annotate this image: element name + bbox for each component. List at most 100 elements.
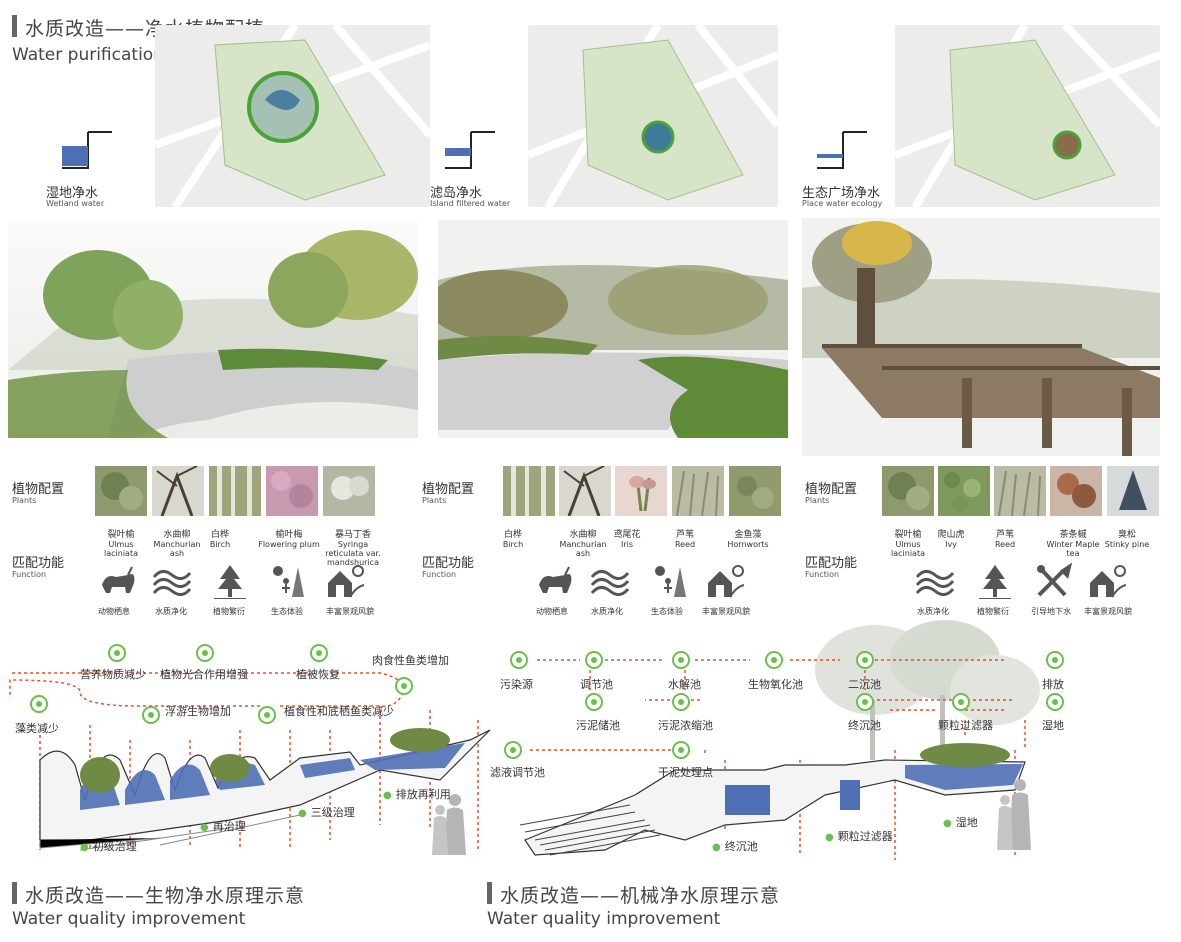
plant-name-en: Manchurian ash — [559, 540, 607, 558]
mech-step: 水解池 — [668, 678, 701, 691]
flow-node — [1046, 651, 1064, 669]
reed-plant-photo — [994, 466, 1046, 516]
mech-stage: ●湿地 — [943, 816, 978, 829]
plant-name-en: Flowering plum — [258, 540, 320, 549]
bio-step: 植物光合作用增强 — [160, 668, 248, 681]
bio-step: 肉食性鱼类增加 — [372, 654, 449, 667]
plant-propagation-icon — [979, 565, 1011, 599]
function-name: 动物栖息 — [98, 607, 130, 616]
function-label-en: Function — [422, 570, 457, 579]
stage-label: 排放再利用 — [395, 788, 451, 801]
function-name: 丰富景观风貌 — [1084, 607, 1132, 616]
wetland-water-icon — [62, 131, 112, 169]
mech-diagram — [519, 620, 1040, 860]
mech-step: 污染源 — [500, 678, 533, 691]
flow-node — [30, 695, 48, 713]
plants-label-en: Plants — [422, 496, 447, 505]
maple-plant-photo — [1050, 466, 1102, 516]
mech-step: 二沉池 — [848, 678, 881, 691]
function-name: 生态体验 — [651, 607, 683, 616]
plant-name-en: Birch — [209, 540, 231, 549]
plant-name-en: Ivy — [945, 540, 957, 549]
landscape-icon — [708, 565, 745, 598]
plant-name: 榆叶梅 — [275, 530, 303, 540]
bio-stage: ●排放再利用 — [383, 788, 451, 801]
plant-name: 水曲柳 — [163, 530, 191, 540]
tools-icon — [1037, 563, 1073, 597]
site-map-plaza — [895, 25, 1160, 207]
flow-node — [258, 706, 276, 724]
pine-plant-photo — [1107, 466, 1159, 516]
plants-label-en: Plants — [805, 496, 830, 505]
water-purification-icon — [152, 570, 192, 596]
function-name: 丰富景观风貌 — [326, 607, 374, 616]
bio-step: 浮游生物增加 — [165, 705, 231, 718]
flow-node — [952, 693, 970, 711]
header-bar — [487, 882, 492, 904]
mech-step: 终沉池 — [848, 719, 881, 732]
water-purification-icon — [915, 570, 955, 596]
plaza-water-icon — [817, 131, 867, 169]
mech-stage: ●颗粒过滤器 — [825, 830, 893, 843]
landscape-icon — [328, 565, 365, 598]
flow-node — [108, 644, 126, 662]
function-name: 水质净化 — [155, 607, 187, 616]
birch-plant-photo — [209, 466, 261, 516]
plant-name: 臭松 — [1117, 530, 1136, 540]
mech-stage: ●终沉池 — [712, 840, 758, 853]
birch-plant-photo — [503, 466, 555, 516]
flow-node — [585, 693, 603, 711]
plant-name-en: Syringa reticulata var. mandshurica — [325, 540, 381, 567]
plant-name: 芦苇 — [995, 530, 1014, 540]
stage-label: 初级治理 — [92, 840, 137, 853]
function-label-en: Function — [12, 570, 47, 579]
plant-name: 白桦 — [210, 530, 229, 540]
flow-node — [504, 741, 522, 759]
elm-plant-photo — [95, 466, 147, 516]
wetland-scene-image — [8, 220, 418, 438]
flow-node — [672, 693, 690, 711]
plum-plant-photo — [266, 466, 318, 516]
function-name: 丰富景观风貌 — [702, 607, 750, 616]
plant-name: 暴马丁香 — [334, 530, 371, 540]
plants-label: 植物配置 — [805, 482, 858, 497]
eco-experience-icon — [655, 566, 686, 597]
function-name: 水质净化 — [917, 607, 949, 616]
flow-node — [1046, 693, 1064, 711]
site-map-wetland — [155, 25, 430, 207]
section-subtitle: Water quality improvement — [487, 909, 721, 929]
bio-step: 营养物质减少 — [80, 668, 146, 681]
mech-step: 生物氧化池 — [748, 678, 803, 691]
plant-name-en: Winter Maple tea — [1046, 540, 1100, 558]
water-type-label: 滤岛净水 — [430, 186, 483, 201]
hornwort-plant-photo — [729, 466, 781, 516]
bio-stage: ●三级治理 — [298, 806, 355, 819]
water-type-label-en: Wetland water — [46, 199, 105, 208]
bio-step: 植被恢复 — [296, 668, 340, 681]
flow-node — [310, 644, 328, 662]
flow-node — [672, 741, 690, 759]
eco-experience-icon — [273, 566, 304, 597]
mech-step: 颗粒过滤器 — [938, 719, 993, 732]
flow-node — [856, 693, 874, 711]
water-purification-icon — [590, 570, 630, 596]
bio-stage: ●再治理 — [200, 820, 246, 833]
plant-name-en: Reed — [674, 540, 696, 549]
mech-step: 污泥储池 — [576, 719, 620, 732]
iris-plant-photo — [615, 466, 667, 516]
animal-habitat-icon — [102, 566, 135, 593]
plant-name: 鸢尾花 — [613, 530, 641, 540]
flow-node — [510, 651, 528, 669]
plant-name-en: Hornworts — [727, 540, 769, 549]
animal-habitat-icon — [539, 566, 572, 593]
function-name: 水质净化 — [591, 607, 623, 616]
plaza-scene-image — [802, 218, 1160, 456]
stage-label: 终沉池 — [724, 840, 758, 853]
water-type-label: 生态广场净水 — [802, 186, 881, 201]
header-bar — [12, 882, 17, 904]
mech-step: 调节池 — [580, 678, 613, 691]
island-scene-image — [438, 220, 788, 438]
header-bar — [12, 15, 17, 37]
plant-name: 裂叶榆 — [894, 530, 922, 540]
section-title: 水质改造——机械净水原理示意 — [500, 885, 781, 907]
